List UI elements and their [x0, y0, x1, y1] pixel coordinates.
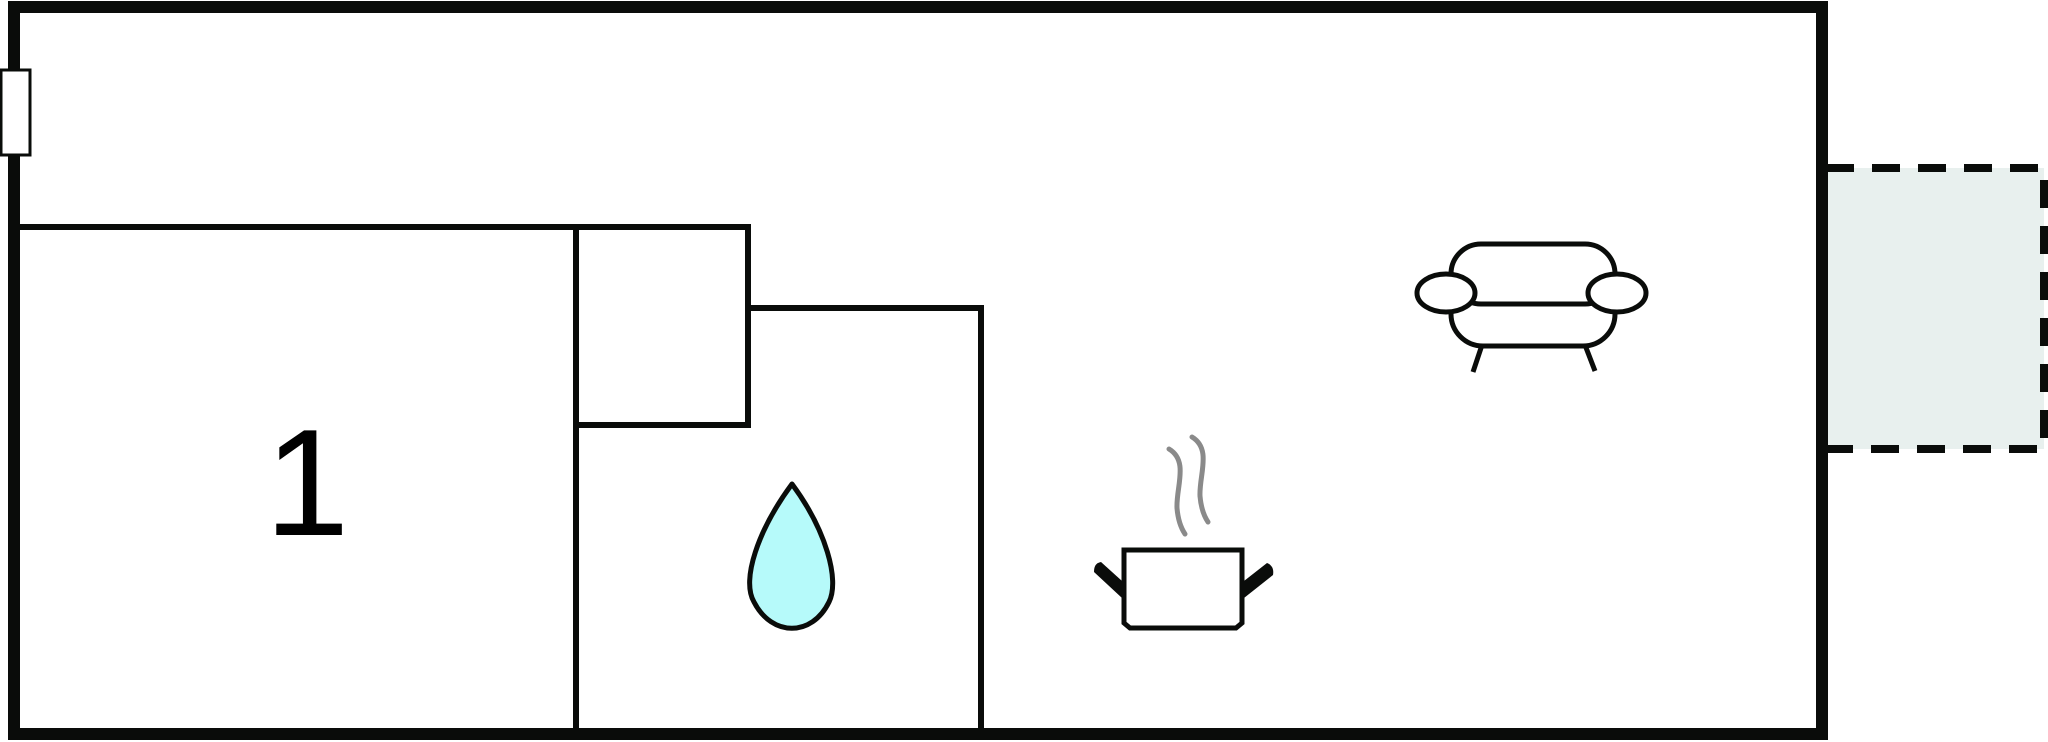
sofa-icon [1414, 241, 1649, 373]
bedroom-top-wall [18, 224, 751, 428]
window [0, 68, 32, 157]
steam-lines [1166, 434, 1211, 537]
terrace [1826, 164, 2048, 453]
pot-body [1121, 547, 1245, 631]
terrace-area [1826, 168, 2044, 449]
sofa-right-leg [1582, 344, 1598, 372]
bedroom-number: 1 [265, 398, 350, 568]
sofa-left-armrest [1414, 271, 1478, 315]
water-drop-icon [747, 481, 836, 631]
sofa-right-armrest [1585, 271, 1649, 315]
outer-wall [8, 1, 1828, 740]
interior-walls [18, 224, 984, 730]
bathroom-wall [748, 305, 984, 730]
pot-handle-right [1244, 563, 1274, 598]
terrace-dashed-outline [1826, 164, 2048, 453]
sofa-left-leg [1470, 344, 1485, 373]
pot-handle-left [1094, 562, 1122, 598]
cooking-pot-icon [1094, 434, 1274, 631]
